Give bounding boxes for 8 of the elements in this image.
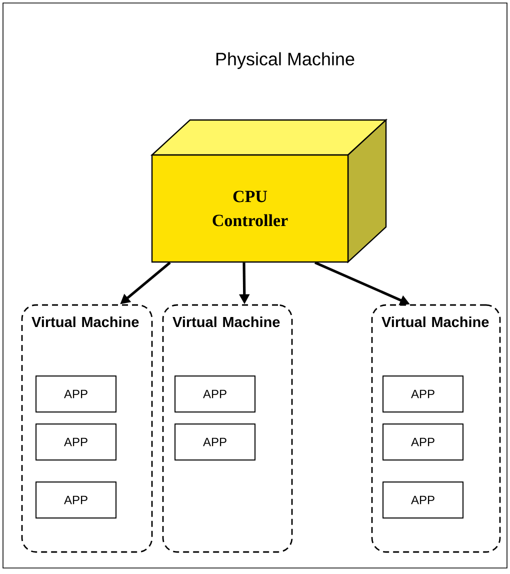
app-box: APP [174, 424, 256, 460]
app-box: APP [174, 376, 256, 412]
app-box: APP [382, 424, 464, 460]
app-box: APP [36, 376, 116, 412]
app-box: APP [382, 376, 464, 412]
app-box: APP [382, 482, 464, 518]
app-box: APP [36, 482, 116, 518]
app-box: APP [36, 424, 116, 460]
